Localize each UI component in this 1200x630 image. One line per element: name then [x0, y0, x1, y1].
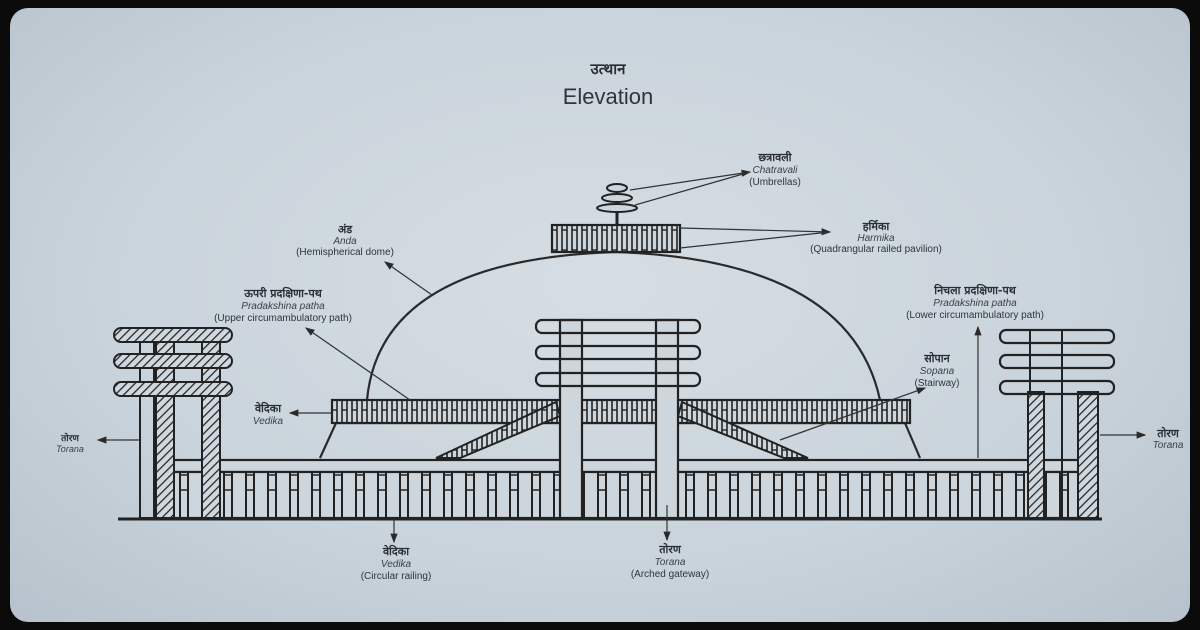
- right-torana: [998, 328, 1116, 519]
- svg-text:Torana: Torana: [56, 444, 84, 454]
- svg-text:वेदिका: वेदिका: [254, 401, 282, 415]
- label-vedika-lower: वेदिका Vedika (Circular railing): [361, 544, 432, 582]
- anda-dome: [365, 250, 882, 401]
- lower-vedika-railing: [158, 458, 1082, 520]
- label-lower-path: निचला प्रदक्षिणा-पथ Pradakshina patha (L…: [906, 283, 1044, 321]
- label-chatravali: छत्रावली Chatravali (Umbrellas): [749, 150, 801, 188]
- svg-text:Torana: Torana: [655, 557, 686, 568]
- title-hindi: उत्थान: [590, 60, 627, 78]
- harmika: [550, 223, 682, 254]
- svg-text:(Umbrellas): (Umbrellas): [749, 177, 801, 188]
- svg-text:छत्रावली: छत्रावली: [757, 150, 792, 164]
- svg-text:Sopana: Sopana: [920, 366, 955, 377]
- svg-text:Vedika: Vedika: [381, 559, 412, 570]
- svg-text:निचला प्रदक्षिणा-पथ: निचला प्रदक्षिणा-पथ: [933, 283, 1017, 297]
- svg-text:(Quadrangular railed pavilion): (Quadrangular railed pavilion): [810, 244, 942, 255]
- central-torana: [534, 318, 702, 520]
- upper-vedika-railing: [330, 398, 912, 425]
- svg-text:(Hemispherical dome): (Hemispherical dome): [296, 247, 394, 258]
- drum-medhi: [318, 421, 922, 459]
- label-torana-center: तोरण Torana (Arched gateway): [631, 542, 709, 580]
- svg-text:(Stairway): (Stairway): [914, 378, 959, 389]
- svg-text:Anda: Anda: [332, 236, 357, 247]
- svg-text:Harmika: Harmika: [857, 233, 895, 244]
- svg-text:(Upper circumambulatory path): (Upper circumambulatory path): [214, 313, 352, 324]
- svg-text:Chatravali: Chatravali: [752, 165, 798, 176]
- svg-text:Torana: Torana: [1153, 440, 1184, 451]
- svg-text:Pradakshina patha: Pradakshina patha: [241, 301, 325, 312]
- svg-text:वेदिका: वेदिका: [382, 544, 410, 558]
- svg-text:तोरण: तोरण: [658, 542, 682, 556]
- title-english: Elevation: [563, 84, 654, 109]
- svg-text:(Lower circumambulatory path): (Lower circumambulatory path): [906, 310, 1044, 321]
- left-torana: [113, 327, 233, 519]
- svg-text:हर्मिका: हर्मिका: [862, 219, 891, 233]
- svg-text:तोरण: तोरण: [60, 432, 79, 444]
- svg-text:(Arched gateway): (Arched gateway): [631, 569, 709, 580]
- label-harmika: हर्मिका Harmika (Quadrangular railed pav…: [810, 219, 942, 255]
- label-torana-left: तोरण Torana: [56, 432, 84, 454]
- label-vedika-upper: वेदिका Vedika: [253, 401, 284, 427]
- label-upper-path: ऊपरी प्रदक्षिणा-पथ Pradakshina patha (Up…: [214, 286, 352, 324]
- svg-text:Pradakshina patha: Pradakshina patha: [933, 298, 1017, 309]
- label-torana-right: तोरण Torana: [1153, 426, 1184, 451]
- label-sopana: सोपान Sopana (Stairway): [914, 351, 959, 389]
- svg-text:सोपान: सोपान: [923, 351, 950, 365]
- svg-text:(Circular railing): (Circular railing): [361, 571, 432, 582]
- svg-text:ऊपरी प्रदक्षिणा-पथ: ऊपरी प्रदक्षिणा-पथ: [243, 286, 323, 300]
- svg-text:अंड: अंड: [338, 223, 353, 236]
- svg-text:तोरण: तोरण: [1156, 426, 1180, 440]
- label-anda: अंड Anda (Hemispherical dome): [296, 223, 394, 258]
- leader-arrows: [96, 169, 1147, 544]
- chatravali: [596, 183, 638, 225]
- svg-text:Vedika: Vedika: [253, 416, 284, 427]
